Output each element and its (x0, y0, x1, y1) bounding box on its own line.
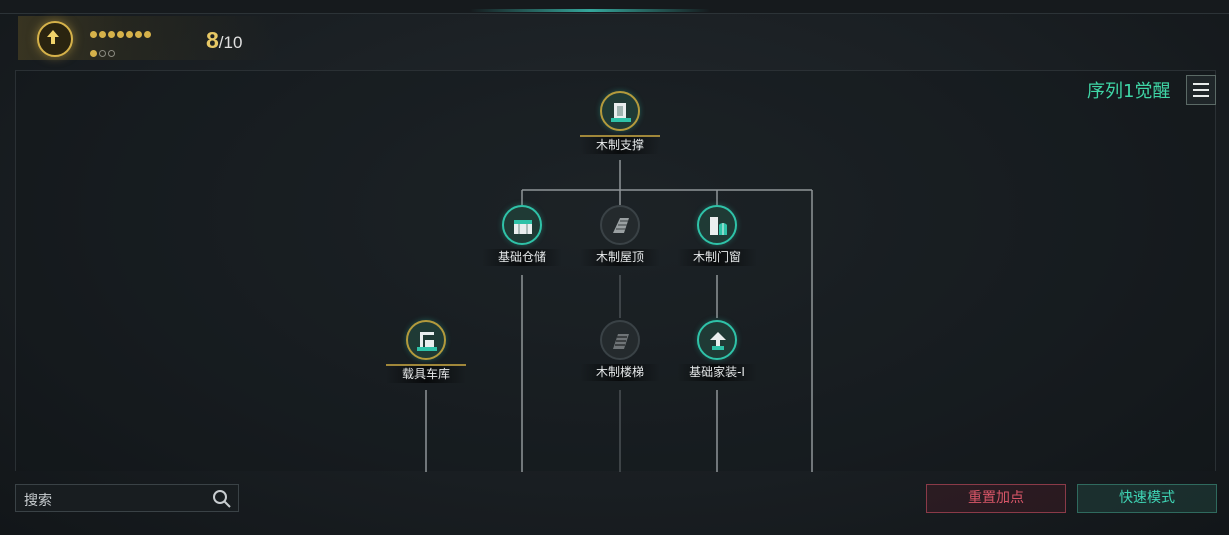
wood-support-icon (600, 91, 640, 131)
level-dot (126, 31, 133, 38)
node-label: 木制支撑 (580, 135, 660, 154)
sequence-title: 序列1觉醒 (1087, 81, 1171, 102)
node-label: 基础仓储 (482, 249, 562, 266)
level-up-icon[interactable] (37, 21, 73, 57)
top-glow (470, 9, 710, 12)
level-dot (90, 50, 97, 57)
door-window-icon (697, 205, 737, 245)
level-current: 8 (206, 27, 219, 53)
top-frame (0, 0, 1229, 14)
level-dot (90, 31, 97, 38)
node-basic-furniture[interactable]: 基础家装-Ⅰ (677, 320, 757, 381)
stairs-icon (600, 320, 640, 360)
node-vehicle-garage[interactable]: 载具车库 (386, 320, 466, 383)
reset-points-button[interactable]: 重置加点 (926, 484, 1066, 513)
node-wood-stairs[interactable]: 木制楼梯 (580, 320, 660, 381)
node-wood-roof[interactable]: 木制屋顶 (580, 205, 660, 266)
level-dot (117, 31, 124, 38)
node-wood-door-window[interactable]: 木制门窗 (677, 205, 757, 266)
storage-icon (502, 205, 542, 245)
menu-icon[interactable] (1186, 75, 1216, 105)
node-label: 木制门窗 (677, 249, 757, 266)
node-label: 木制楼梯 (580, 364, 660, 381)
node-wood-support[interactable]: 木制支撑 (580, 91, 660, 154)
node-basic-storage[interactable]: 基础仓储 (482, 205, 562, 266)
level-dot (135, 31, 142, 38)
node-label: 基础家装-Ⅰ (677, 364, 757, 381)
level-dot (99, 50, 106, 57)
quick-mode-button[interactable]: 快速模式 (1077, 484, 1217, 513)
level-dots (90, 27, 154, 65)
level-dot (99, 31, 106, 38)
level-bar: 8/10 (18, 16, 278, 60)
search-placeholder: 搜索 (24, 493, 52, 509)
furniture-icon (697, 320, 737, 360)
level-dot (108, 31, 115, 38)
search-input[interactable]: 搜索 (15, 484, 239, 512)
level-dot (108, 50, 115, 57)
level-max: 10 (223, 33, 243, 52)
garage-icon (406, 320, 446, 360)
search-icon[interactable] (212, 489, 232, 513)
node-label: 载具车库 (386, 364, 466, 383)
level-separator: / (218, 33, 224, 52)
level-counter: 8/10 (206, 27, 242, 54)
level-dot (144, 31, 151, 38)
node-label: 木制屋顶 (580, 249, 660, 266)
roof-icon (600, 205, 640, 245)
